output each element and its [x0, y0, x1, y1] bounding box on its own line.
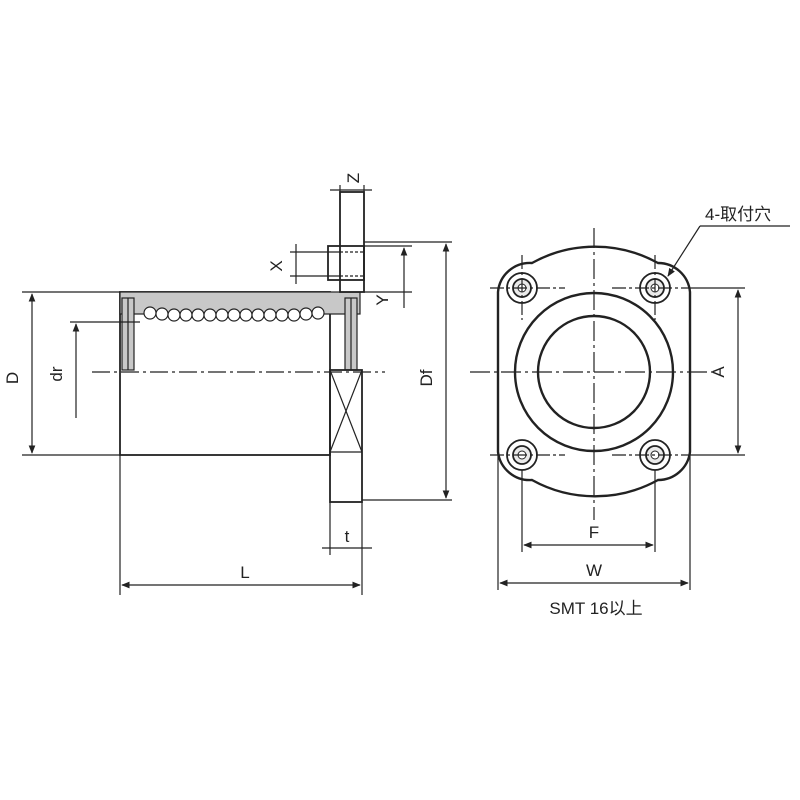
dim-Df-label: Df — [417, 369, 436, 386]
dim-A-label: A — [709, 366, 728, 378]
mounting-hole-section — [327, 245, 365, 281]
caption: SMT 16以上 — [549, 599, 642, 618]
front-view: A F W 4-取付穴 SMT 16以上 — [470, 205, 790, 618]
dim-Z-label: Z — [344, 173, 363, 183]
dim-Y-label: Y — [373, 294, 392, 305]
dim-t-label: t — [345, 527, 350, 546]
dim-D-label: D — [3, 372, 22, 384]
dim-L-label: L — [240, 563, 249, 582]
side-view: D dr L t Z X Y Df — [3, 173, 452, 595]
dim-dr-label: dr — [47, 366, 66, 381]
dim-F-label: F — [589, 523, 599, 542]
dim-X-label: X — [267, 260, 286, 271]
holes-label: 4-取付穴 — [705, 205, 771, 224]
ball-row — [143, 306, 325, 322]
holes-leader-line — [667, 225, 701, 277]
flange — [329, 369, 363, 503]
flange-upper — [339, 191, 365, 293]
dim-W-label: W — [586, 561, 602, 580]
